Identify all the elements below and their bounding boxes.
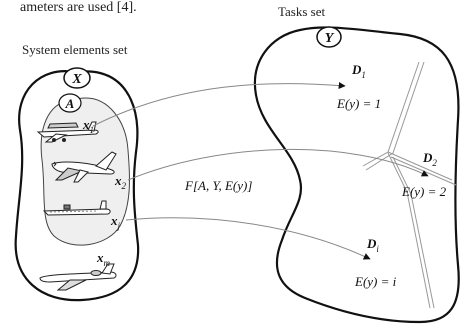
element-label-x1: x1	[82, 117, 94, 135]
mapping-arrows	[92, 82, 429, 260]
set-y-blob	[253, 26, 460, 324]
top-caption: ameters are used [4].	[20, 0, 137, 15]
set-x-blob	[14, 70, 140, 302]
region-label-d1: D1	[351, 62, 366, 80]
element-label-x2: x2	[114, 173, 127, 191]
region-eq-d1: E(y) = 1	[336, 96, 381, 111]
single-prop-plane-icon	[36, 121, 99, 143]
set-y-symbol: Y	[316, 26, 342, 48]
region-label-di: Di	[366, 236, 379, 254]
regional-turboprop-icon	[42, 200, 111, 216]
element-label-xj: xj	[110, 213, 121, 231]
left-set-title: System elements set	[22, 42, 128, 57]
business-jet-icon	[39, 263, 117, 291]
mapping-label: F[A, Y, E(y)]	[184, 178, 252, 193]
element-label-xm: xm	[96, 250, 111, 268]
set-y-label: Y	[325, 31, 335, 46]
right-set-title: Tasks set	[278, 4, 326, 19]
region-label-d2: D2	[422, 150, 437, 168]
subset-a-symbol: A	[58, 93, 82, 113]
region-eq-di: E(y) = i	[354, 274, 397, 289]
set-x-symbol: X	[63, 67, 91, 89]
region-eq-d2: E(y) = 2	[401, 184, 447, 199]
twin-prop-plane-icon	[51, 151, 117, 183]
subset-a-label: A	[65, 96, 75, 111]
arrow-xj-to-di	[125, 217, 371, 260]
arrow-x1-to-d1	[92, 82, 346, 127]
set-x-label: X	[71, 72, 82, 87]
arrow-x2-to-d2	[127, 149, 429, 181]
